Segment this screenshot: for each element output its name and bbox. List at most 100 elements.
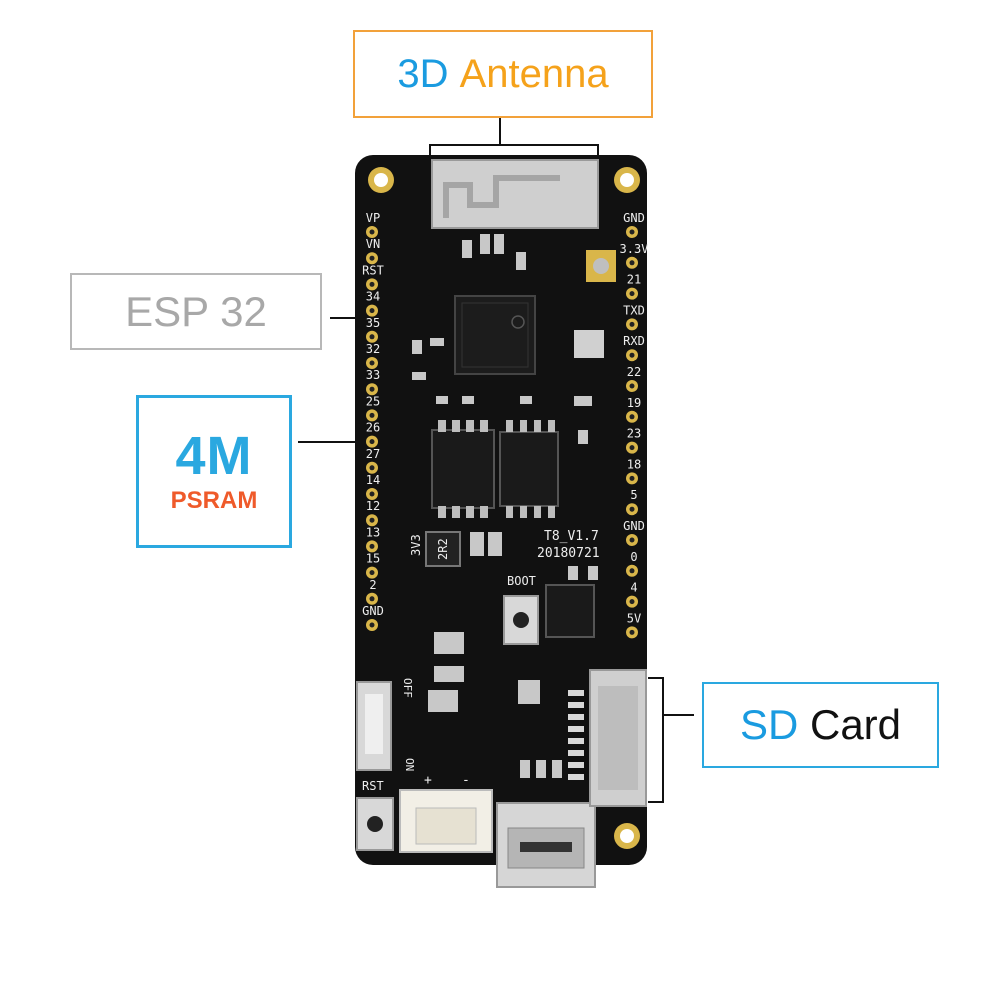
right-pin-label: 23 [627, 427, 641, 441]
right-pin-hole [629, 352, 635, 358]
left-pin-hole [369, 517, 375, 523]
left-pin-label: 33 [366, 368, 380, 382]
right-pin-hole [629, 475, 635, 481]
rst-label: RST [362, 779, 384, 793]
left-pin-label: 2 [369, 578, 376, 592]
right-pin-label: 21 [627, 273, 641, 287]
psram-chip [431, 420, 559, 518]
antenna-callout-part1: 3D [397, 51, 449, 96]
inductor-label: 2R2 [436, 538, 450, 560]
left-pin-hole [369, 386, 375, 392]
left-pin-hole [369, 570, 375, 576]
left-pin-hole [369, 491, 375, 497]
antenna-callout-part2: Antenna [459, 51, 609, 96]
right-pin-label: 4 [630, 581, 637, 595]
on-label: ON [403, 758, 416, 771]
left-pin-hole [369, 229, 375, 235]
right-pin-label: 22 [627, 365, 641, 379]
esp32-callout: ESP 32 [70, 273, 322, 350]
mounting-holes [368, 167, 640, 849]
left-pin-label: 27 [366, 447, 380, 461]
right-pin-hole [629, 414, 635, 420]
sd-card-slot[interactable] [568, 669, 647, 807]
left-pin-hole [369, 255, 375, 261]
usb-chip [545, 584, 595, 638]
left-pin-hole [369, 465, 375, 471]
right-pin-label: 5 [630, 488, 637, 502]
smd-components [412, 234, 604, 778]
right-pin-hole [629, 599, 635, 605]
inductor [425, 531, 461, 567]
left-pin-label: 14 [366, 473, 380, 487]
board-version: T8_V1.7 [544, 529, 599, 544]
left-pin-hole [369, 596, 375, 602]
right-pin-hole [629, 568, 635, 574]
left-pin-hole [369, 360, 375, 366]
sd-callout-part1: SD [739, 701, 799, 748]
left-pin-hole [369, 622, 375, 628]
right-pin-label: 0 [630, 550, 637, 564]
right-pin-label: 5V [627, 611, 641, 625]
left-pin-label: VP [366, 211, 380, 225]
board-date: 20180721 [537, 546, 600, 561]
left-header-pads [366, 226, 378, 631]
psram-callout: 4M PSRAM [136, 395, 292, 548]
left-pin-label: 25 [366, 394, 380, 408]
antenna-leader [429, 118, 599, 158]
right-pin-label: 3.3V [620, 242, 649, 256]
micro-usb-port[interactable] [496, 802, 596, 888]
v33-label: 3V3 [409, 534, 423, 556]
right-pin-hole [629, 321, 635, 327]
antenna-chip [431, 159, 599, 229]
left-pin-label: 32 [366, 342, 380, 356]
left-pin-label: 26 [366, 421, 380, 435]
left-pin-label: 34 [366, 290, 380, 304]
right-pin-hole [629, 229, 635, 235]
right-pin-hole [629, 291, 635, 297]
right-pin-hole [629, 537, 635, 543]
right-pin-hole [629, 445, 635, 451]
right-pin-hole [629, 260, 635, 266]
left-pin-hole [369, 281, 375, 287]
left-pin-hole [369, 439, 375, 445]
left-pin-label: RST [362, 263, 384, 277]
left-pin-label: 12 [366, 499, 380, 513]
right-header-pads [626, 226, 638, 639]
psram-callout-size: 4M [175, 425, 253, 486]
antenna-callout: 3D Antenna [353, 30, 653, 118]
psram-callout-type: PSRAM [170, 486, 258, 514]
left-pin-label: 13 [366, 525, 380, 539]
left-pin-label: 35 [366, 316, 380, 330]
right-pin-hole [629, 506, 635, 512]
off-label: OFF [401, 678, 414, 698]
right-pin-hole [629, 383, 635, 389]
left-pin-hole [369, 412, 375, 418]
left-pin-label: 15 [366, 552, 380, 566]
sd-leader [648, 677, 694, 803]
right-pin-label: RXD [623, 334, 645, 348]
right-pin-label: GND [623, 519, 645, 533]
right-pin-label: TXD [623, 303, 645, 317]
left-pin-label: GND [362, 604, 384, 618]
left-pin-hole [369, 308, 375, 314]
sd-callout-part2: Card [809, 701, 902, 748]
minus-label: - [462, 773, 470, 788]
left-pin-hole [369, 543, 375, 549]
power-switch[interactable] [356, 681, 392, 771]
boot-button[interactable] [503, 595, 539, 645]
esp32-callout-label: ESP 32 [125, 287, 267, 335]
right-pin-hole [629, 629, 635, 635]
esp32-chip [454, 295, 536, 375]
battery-connector [399, 789, 493, 853]
boot-label: BOOT [507, 574, 536, 588]
right-pin-label: GND [623, 211, 645, 225]
left-pin-label: VN [366, 237, 380, 251]
right-pin-label: 18 [627, 457, 641, 471]
plus-label: + [424, 773, 432, 788]
sd-card-callout: SD Card [702, 682, 939, 768]
reset-button[interactable] [356, 797, 394, 851]
right-pin-label: 19 [627, 396, 641, 410]
